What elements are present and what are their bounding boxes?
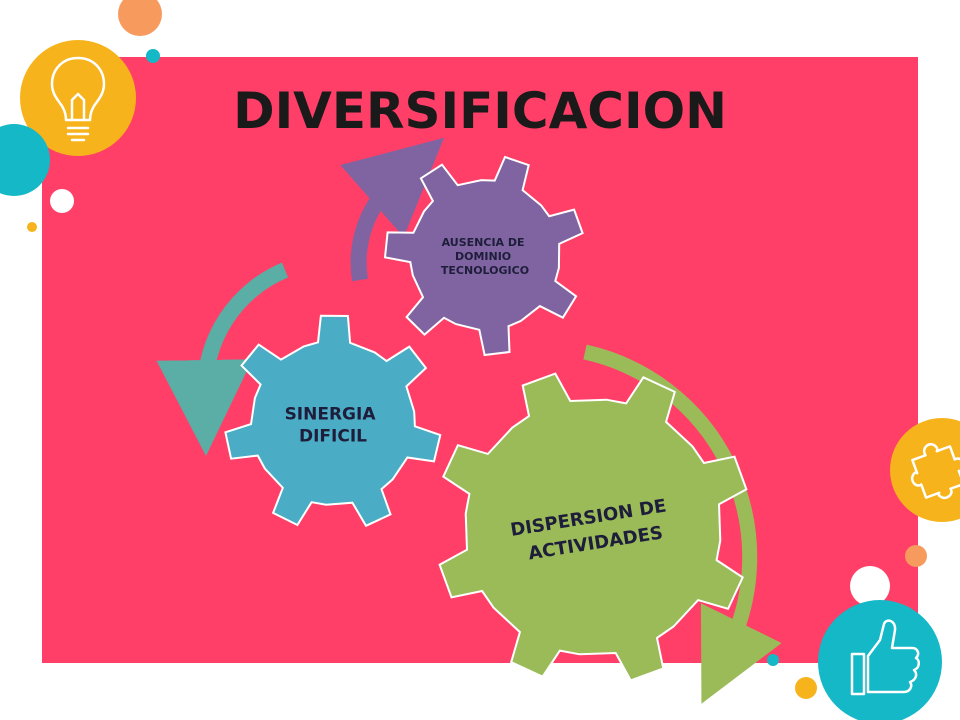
deco-circle-teal-small: [146, 49, 160, 63]
deco-circle-yellow-bottom: [795, 677, 817, 699]
gear-label-line: TECNOLOGICO: [441, 264, 529, 277]
arrow-purple-curve: [340, 137, 445, 282]
gear-label-line: SINERGIA: [285, 405, 377, 425]
gear-sinergia-dificil: SINERGIA DIFICIL: [224, 314, 442, 528]
deco-circle-white-left: [50, 189, 74, 213]
gear-label-line: DOMINIO: [455, 250, 511, 263]
gear-shape-green: [438, 372, 748, 682]
deco-circle-teal-big: [818, 600, 942, 720]
gear-label-ausencia: AUSENCIA DE DOMINIO TECNOLOGICO: [441, 236, 529, 277]
deco-circle-orange-top: [118, 0, 162, 36]
puzzle-icon: [910, 443, 960, 500]
gear-label-line: AUSENCIA DE: [442, 236, 525, 249]
deco-circle-yellow-dot: [27, 222, 37, 232]
diagram-title: DIVERSIFICACION: [233, 82, 727, 140]
deco-circle-yellow-big: [20, 40, 136, 156]
deco-circle-teal-dot: [767, 654, 779, 666]
arrow-teal-curve: [156, 262, 289, 456]
gear-shape-purple: [383, 155, 584, 357]
lightbulb-icon: [50, 56, 106, 142]
thumbs-up-icon: [850, 619, 920, 696]
deco-circle-orange-right: [905, 545, 927, 567]
gear-label-line: DIFICIL: [299, 427, 367, 447]
gear-ausencia-de-dominio: AUSENCIA DE DOMINIO TECNOLOGICO: [383, 155, 584, 357]
deco-circle-yellow-right: [890, 418, 960, 522]
gear-dispersion-de-actividades: DISPERSION DE ACTIVIDADES: [438, 372, 748, 682]
deco-circle-white-right: [850, 566, 890, 606]
gear-shape-teal: [224, 314, 442, 528]
deco-circle-teal-left: [0, 124, 50, 196]
gear-label-sinergia: SINERGIA DIFICIL: [285, 405, 382, 447]
